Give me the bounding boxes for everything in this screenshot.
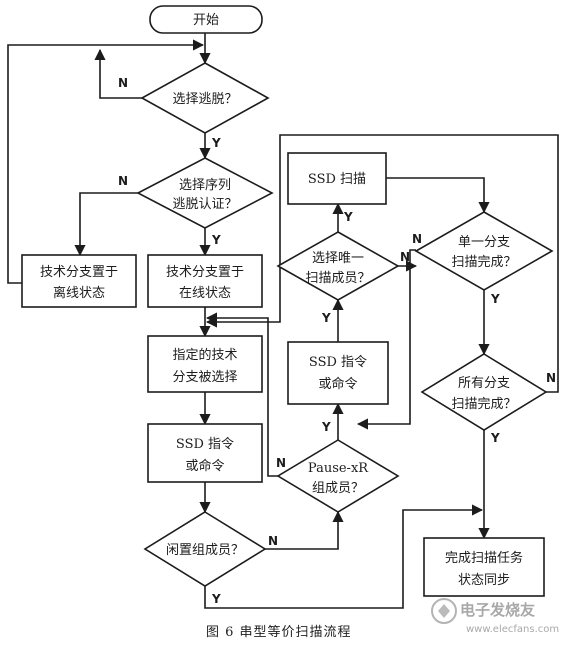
decision-choose-seq-escape [136, 157, 274, 229]
decision-choose-escape [140, 62, 270, 134]
ssd-scan-label: SSD 扫描 [308, 172, 366, 187]
all-branches-line2: 扫描完成？ [451, 397, 516, 412]
complete-sync-line2: 状态同步 [458, 573, 510, 588]
choose-seq-escape-line2: 逃脱认证？ [172, 197, 237, 212]
choose-seq-escape-line1: 选择序列 [179, 178, 231, 193]
yes-label-all-branches: Y [490, 431, 500, 445]
decision-idle-member [143, 511, 267, 587]
connectors [7, 33, 559, 609]
pause-xr-line2: 组成员？ [312, 481, 364, 496]
figure-caption: 图 6 串型等价扫描流程 [206, 624, 352, 640]
decision-pause-xr [276, 439, 400, 513]
offline-line2: 离线状态 [53, 285, 105, 301]
choose-unique-line2: 扫描成员？ [305, 271, 370, 286]
no-label-single-branch: N [412, 232, 422, 246]
offline-line1: 技术分支置于 [40, 265, 118, 280]
ssd-cmd-2-line2: 或命令 [318, 376, 357, 392]
yes-label-pause-xr: Y [321, 420, 331, 434]
yes-label-choose-unique: Y [343, 210, 353, 224]
watermark-url: www.elecfans.com [466, 624, 559, 635]
no-label-choose-seq: N [118, 174, 128, 188]
yes-label-idle-member: Y [211, 592, 221, 606]
yes-label-choose-seq: Y [211, 233, 221, 247]
single-branch-line1: 单一分支 [458, 235, 510, 250]
yes-label-ssd-cmd-2: Y [321, 311, 331, 325]
ssd-cmd-2-line1: SSD 指令 [309, 355, 367, 370]
box-ssd-scan [287, 152, 387, 205]
decision-single-branch-done [414, 211, 554, 291]
no-label-choose-escape: N [118, 76, 128, 90]
watermark-logo: 电子发烧友 www.elecfans.com [431, 598, 559, 635]
yes-label-choose-escape: Y [211, 136, 221, 150]
start-label: 开始 [193, 13, 219, 28]
choose-escape-label: 选择逃脱？ [172, 92, 237, 107]
branch-selected-line2: 分支被选择 [172, 370, 237, 385]
yes-label-single-branch: Y [490, 292, 500, 306]
ssd-cmd-1-line1: SSD 指令 [176, 437, 234, 452]
decision-all-branches-done [420, 353, 548, 431]
box-online-branch [147, 254, 263, 308]
no-label-all-branches: N [546, 371, 556, 385]
single-branch-line2: 扫描完成？ [451, 255, 516, 270]
no-label-choose-unique: N [400, 250, 410, 264]
no-label-pause-xr: N [276, 456, 286, 470]
box-ssd-command-1 [147, 423, 263, 483]
no-label-idle-member: N [268, 534, 278, 548]
pause-xr-line1: Pause-xR [308, 461, 369, 476]
box-complete-sync [423, 537, 545, 597]
online-line1: 技术分支置于 [166, 265, 244, 280]
idle-member-label: 闲置组成员？ [166, 543, 244, 558]
watermark-brand: 电子发烧友 [460, 601, 535, 619]
all-branches-line1: 所有分支 [458, 376, 510, 391]
branch-selected-line1: 指定的技术 [172, 347, 237, 363]
ssd-cmd-1-line2: 或命令 [185, 458, 224, 474]
complete-sync-line1: 完成扫描任务 [445, 550, 523, 566]
box-ssd-command-2 [287, 341, 389, 405]
choose-unique-line1: 选择唯一 [312, 251, 364, 266]
box-offline-branch [21, 254, 137, 308]
decision-choose-unique [276, 231, 400, 301]
box-branch-selected [147, 335, 263, 393]
online-line2: 在线状态 [179, 286, 231, 301]
start-terminator [149, 5, 263, 34]
